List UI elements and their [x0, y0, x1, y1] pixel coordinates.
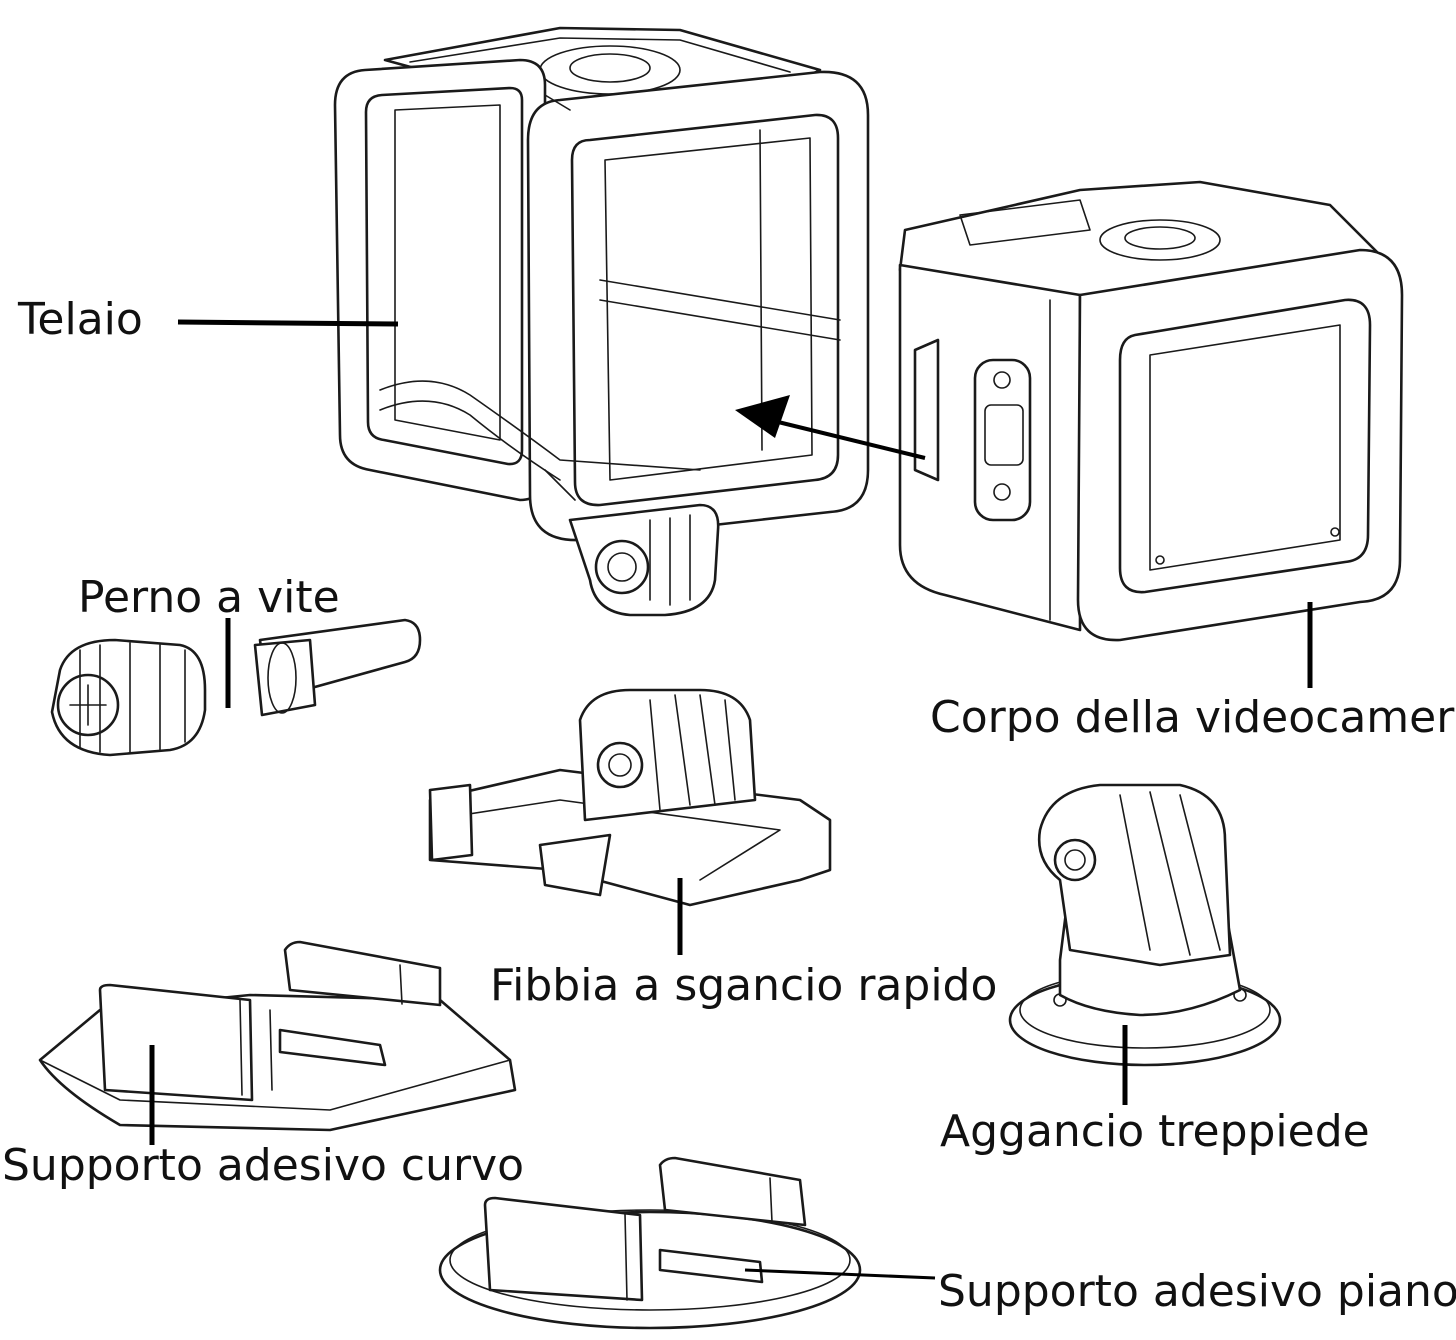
leader-frame: [177, 319, 399, 327]
camera-body-drawing: [898, 180, 1404, 642]
label-curved-adhesive-mount: Supporto adesivo curvo: [2, 1140, 524, 1191]
curved-adhesive-mount-drawing: [38, 940, 517, 1132]
leader-lines: [149, 319, 1313, 1280]
label-thumb-screw: Perno a vite: [78, 572, 340, 623]
frame-drawing: [333, 26, 870, 617]
tripod-mount-drawing: [1008, 783, 1282, 1067]
label-camera-body: Corpo della videocamera: [930, 692, 1456, 743]
insert-arrow: [735, 395, 926, 460]
flat-adhesive-mount-drawing: [438, 1156, 862, 1330]
thumb-screw-drawing: [50, 618, 422, 757]
quick-release-buckle-drawing: [428, 688, 832, 907]
label-frame: Telaio: [17, 294, 143, 345]
label-quick-release-buckle: Fibbia a sgancio rapido: [490, 960, 997, 1011]
label-flat-adhesive-mount: Supporto adesivo piano: [938, 1266, 1456, 1317]
label-tripod-mount: Aggancio treppiede: [940, 1106, 1370, 1157]
leader-flat-adhesive-mount: [744, 1268, 936, 1280]
